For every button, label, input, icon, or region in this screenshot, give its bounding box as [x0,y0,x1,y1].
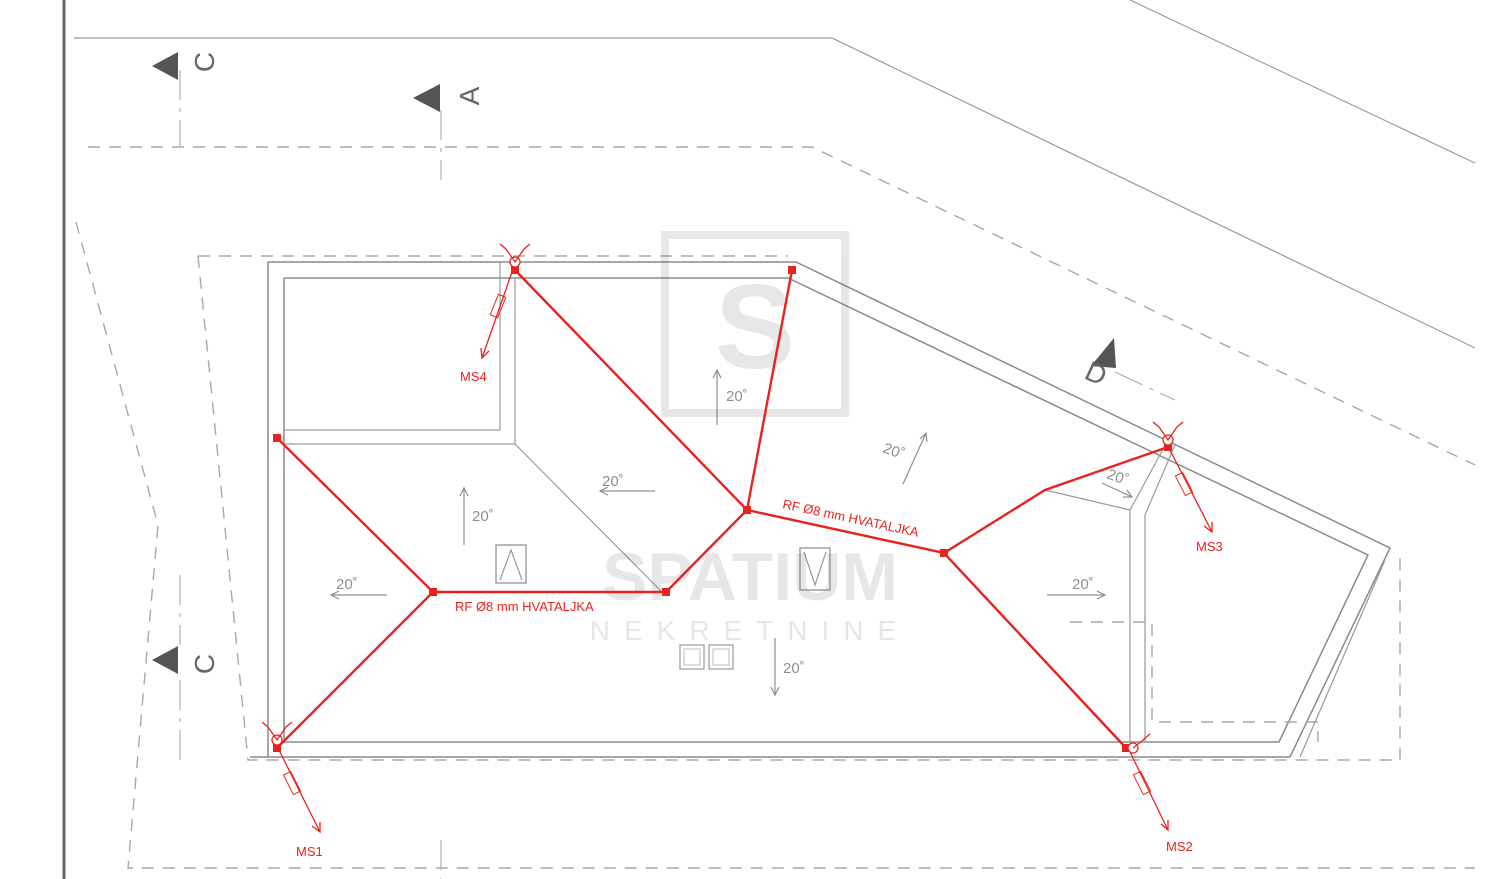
svg-text:20˚: 20˚ [881,440,907,463]
grounding-point-ms4: MS4 [460,243,531,384]
spatium-watermark: S SPATIUM NEKRETNINE [590,231,910,646]
svg-text:20˚: 20˚ [336,576,358,593]
section-d-triangle [1091,338,1116,368]
svg-text:20˚: 20˚ [1072,576,1094,593]
svg-text:20˚: 20˚ [1105,466,1131,489]
grounding-point-ms1: MS1 [261,721,323,859]
grounding-label-ms1: MS1 [296,844,323,859]
slope-arrow: 20˚ [459,486,494,545]
slope-arrow: 20˚ [1101,466,1134,498]
svg-text:20˚: 20˚ [783,660,805,677]
slope-arrow: 20˚ [598,473,655,496]
slope-arrow: 20˚ [329,576,387,600]
slope-arrow: 20˚ [881,431,928,485]
section-c-left-triangle [152,646,178,674]
section-a-label: A [454,86,485,105]
roof-slopes: 20˚ 20˚ 20˚ 20˚ 20˚ 20˚ [329,368,1134,697]
building-outline [250,261,1391,758]
svg-text:20˚: 20˚ [602,473,624,490]
air-terminal-conductor [745,269,794,511]
chimney-a [679,644,705,670]
section-c-top-label: C [189,52,220,72]
section-a-triangle [413,84,440,112]
watermark-logo-letter: S [715,260,795,394]
air-terminal-conductor [276,437,435,749]
skylight-center [799,547,831,591]
skylight-left [495,544,527,584]
conductor-nodes [273,266,1172,752]
slope-arrow: 20˚ [1047,576,1107,600]
section-c-top-triangle [152,52,178,80]
slope-arrow: 20˚ [712,368,748,425]
site-boundary [74,0,1476,869]
svg-text:20˚: 20˚ [726,388,748,405]
grounding-label-ms4: MS4 [460,369,487,384]
section-c-left-label: C [189,654,220,674]
air-terminal-conductor [433,269,749,594]
chimney-b [708,644,734,670]
grounding-point-ms2: MS2 [1127,733,1193,854]
watermark-subtitle: NEKRETNINE [590,615,910,646]
watermark-name: SPATIUM [602,539,898,615]
grounding-label-ms3: MS3 [1196,539,1223,554]
svg-text:20˚: 20˚ [472,508,494,525]
section-d-label: D [1080,355,1111,392]
conductor-label-left: RF Ø8 mm HVATALJKA [455,599,594,614]
grounding-point-ms3: MS3 [1152,421,1223,554]
grounding-label-ms2: MS2 [1166,839,1193,854]
slope-arrow: 20˚ [770,638,805,697]
air-terminal-conductor [943,445,1169,555]
roof-elements [495,544,831,670]
